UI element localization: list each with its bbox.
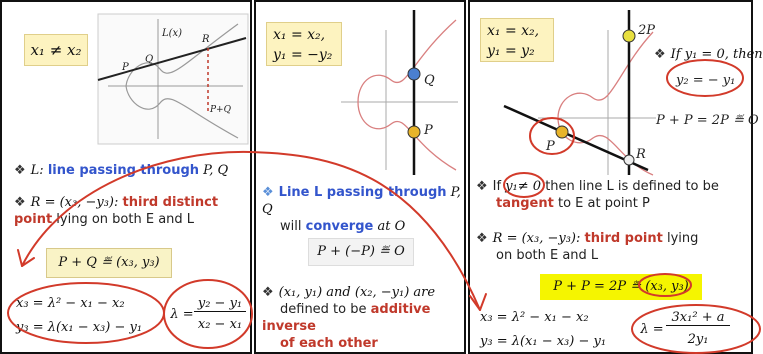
side-note-1: ❖If y₁ = 0, then: [654, 47, 763, 62]
inverse-graph: Q P: [341, 10, 458, 175]
header-line-2: y₁ = −y₂: [273, 47, 333, 63]
diamond-bullet-icon: ❖: [14, 163, 26, 178]
point-p: [407, 125, 421, 139]
panel-inverse-points: x₁ = x₂, y₁ = −y₂ Q P ❖Line L passing th…: [254, 0, 466, 354]
lambda-numerator: y₂ − y₁: [194, 296, 246, 312]
diamond-bullet-icon: ❖: [262, 185, 274, 200]
label-r: R: [635, 147, 646, 162]
lambda-lhs: λ =: [170, 307, 194, 322]
header-line-1: x₁ = x₂,: [273, 27, 326, 43]
condition-header: x₁ = x₂, y₁ = y₂: [480, 18, 554, 62]
doubling-graph: 2P P R: [503, 10, 656, 176]
bullet-third-point: ❖R = (x₃, −y₃): third distinct point lyi…: [14, 195, 219, 227]
definition-box: P + P = 2P ≝ (x₃, y₃): [540, 274, 702, 300]
lambda-denominator: 2y₁: [687, 332, 709, 347]
bullet-third-point: ❖R = (x₃, −y₃): third point lying on bot…: [476, 231, 699, 263]
diamond-bullet-icon: ❖: [476, 179, 488, 194]
diamond-bullet-icon: ❖: [262, 285, 274, 300]
label-q: Q: [145, 54, 153, 65]
diamond-bullet-icon: ❖: [14, 195, 26, 210]
addition-graph: L(x) P Q R P+Q: [97, 13, 249, 145]
header-line-1: x₁ = x₂,: [487, 23, 540, 39]
lambda-denominator: x₂ − x₁: [197, 317, 243, 332]
side-note-3: P + P = 2P ≝ O: [656, 113, 759, 128]
point-q: [407, 67, 421, 81]
bullet-additive-inverse: ❖(x₁, y₁) and (x₂, −y₁) are defined to b…: [262, 285, 436, 351]
label-p-plus-q: P+Q: [209, 105, 232, 115]
condition-header: x₁ ≠ x₂: [24, 34, 88, 66]
label-p: P: [545, 139, 555, 154]
definition-box: P + Q ≝ (x₃, y₃): [46, 248, 172, 278]
point-r: [623, 154, 635, 166]
label-q: Q: [424, 73, 435, 88]
panel-distinct-points: x₁ ≠ x₂ L(x) P Q R P+Q ❖L: line passing …: [0, 0, 252, 354]
definition-box: P + (−P) ≝ O: [308, 238, 414, 266]
header-line-2: y₁ = y₂: [487, 43, 535, 59]
label-l: L(x): [161, 28, 182, 39]
lambda-lhs: λ =: [640, 322, 664, 337]
lambda-numerator: 3x₁² + a: [666, 310, 730, 326]
panel-point-doubling: x₁ = x₂, y₁ = y₂ 2P P R ❖If y₁ = 0, then…: [468, 0, 763, 354]
label-p: P: [423, 123, 433, 138]
secant-line: [97, 37, 247, 81]
condition-header: x₁ = x₂, y₁ = −y₂: [266, 22, 342, 66]
point-p: [555, 125, 569, 139]
bullet-tangent: ❖If y₁≠ 0 then line L is defined to be t…: [476, 179, 719, 211]
equation-y3: y₃ = λ(x₁ − x₃) − y₁: [480, 334, 607, 349]
diamond-bullet-icon: ❖: [654, 47, 666, 62]
label-r: R: [201, 34, 210, 45]
label-2p: 2P: [637, 23, 655, 38]
bullet-line-definition: ❖L: line passing through P, Q: [14, 163, 229, 178]
equation-y3: y₃ = λ(x₁ − x₃) − y₁: [16, 320, 143, 335]
label-p: P: [121, 62, 129, 73]
equation-x3: x₃ = λ² − x₁ − x₂: [16, 296, 125, 311]
diamond-bullet-icon: ❖: [476, 231, 488, 246]
side-note-2: y₂ = − y₁: [676, 73, 736, 88]
bullet-line-converge: ❖Line L passing through P, Q will conver…: [262, 185, 461, 234]
equation-x3: x₃ = λ² − x₁ − x₂: [480, 310, 589, 325]
point-2p: [622, 29, 636, 43]
